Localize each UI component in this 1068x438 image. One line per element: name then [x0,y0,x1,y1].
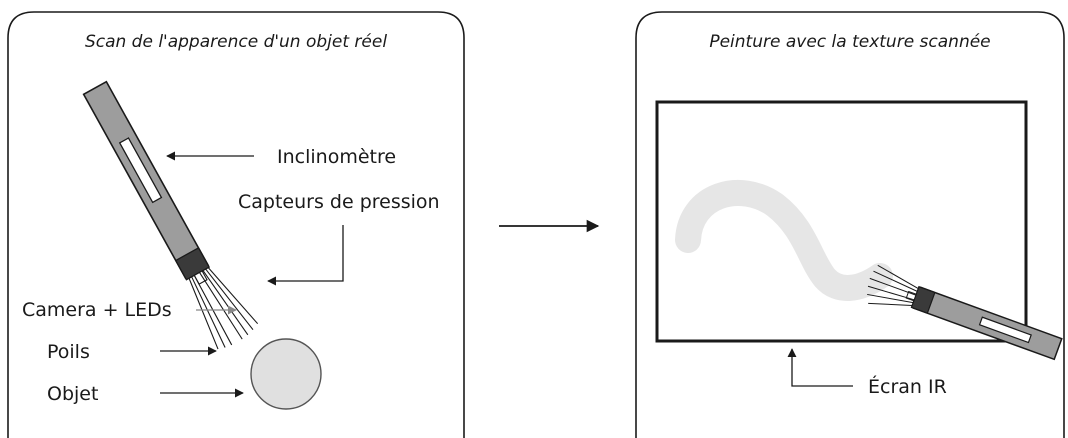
left-panel: Scan de l'apparence d'un objet réel [7,11,465,438]
painting-brush [867,264,1063,361]
label-ir-screen: Écran IR [868,375,947,398]
label-object: Objet [47,383,98,405]
object-sphere [250,338,322,410]
left-panel-title: Scan de l'apparence d'un objet réel [85,32,387,52]
ir-screen [655,100,1028,343]
painted-texture-stroke [675,179,893,301]
right-panel: Peinture avec la texture scannée Écran I… [635,11,1065,438]
painting-brush-slot [978,316,1032,344]
label-pressure-sensors: Capteurs de pression [238,191,440,213]
label-inclinometer: Inclinomètre [277,146,396,168]
right-panel-title: Peinture avec la texture scannée [709,32,990,52]
label-bristles: Poils [47,341,90,363]
pressure-sensors-arrow [267,225,344,286]
ir-screen-arrow [787,348,853,387]
label-camera-leds: Camera + LEDs [22,299,172,321]
right-panel-frame [635,11,1065,438]
painting-brush-bristles [867,264,919,306]
left-panel-frame [7,11,465,438]
inclinometer-slot [118,137,163,204]
